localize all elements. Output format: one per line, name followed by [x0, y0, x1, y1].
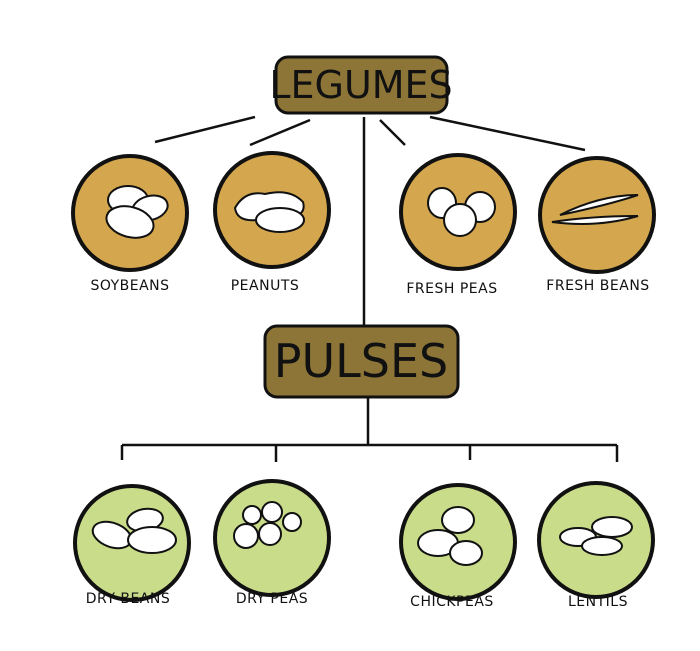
pulses-label: PULSES	[274, 334, 449, 388]
dry-beans-label: DRY BEANS	[86, 591, 171, 607]
legumes-label: LEGUMES	[269, 63, 452, 107]
soybeans-label: SOYBEANS	[90, 278, 169, 294]
peanuts-label: PEANUTS	[231, 278, 300, 294]
fresh-beans-icon	[551, 194, 639, 225]
lentils-icon	[559, 516, 633, 556]
dry-peas-icon	[233, 501, 302, 549]
fresh-beans-label: FRESH BEANS	[546, 278, 649, 294]
pulses-node: PULSES	[263, 324, 460, 399]
dry-beans-node: DRY BEANS	[73, 484, 191, 607]
soybeans-icon	[105, 185, 169, 239]
fresh-beans-node: FRESH BEANS	[538, 156, 656, 294]
dry-peas-node: DRY PEAS	[213, 479, 331, 607]
chickpeas-label: CHICKPEAS	[410, 594, 494, 610]
peanuts-node: PEANUTS	[213, 151, 331, 294]
peanuts-icon	[233, 191, 305, 233]
fresh-peas-icon	[427, 187, 496, 237]
legumes-node: LEGUMES	[269, 55, 453, 115]
fresh-peas-label: FRESH PEAS	[406, 281, 497, 297]
connectors	[120, 115, 619, 462]
fresh-peas-node: FRESH PEAS	[399, 153, 517, 297]
chickpeas-icon	[417, 506, 483, 566]
dry-beans-icon	[91, 507, 177, 554]
lentils-label: LENTILS	[568, 594, 628, 610]
lentils-node: LENTILS	[537, 481, 655, 610]
dry-peas-label: DRY PEAS	[236, 591, 308, 607]
chickpeas-node: CHICKPEAS	[399, 483, 517, 610]
soybeans-node: SOYBEANS	[71, 154, 189, 294]
